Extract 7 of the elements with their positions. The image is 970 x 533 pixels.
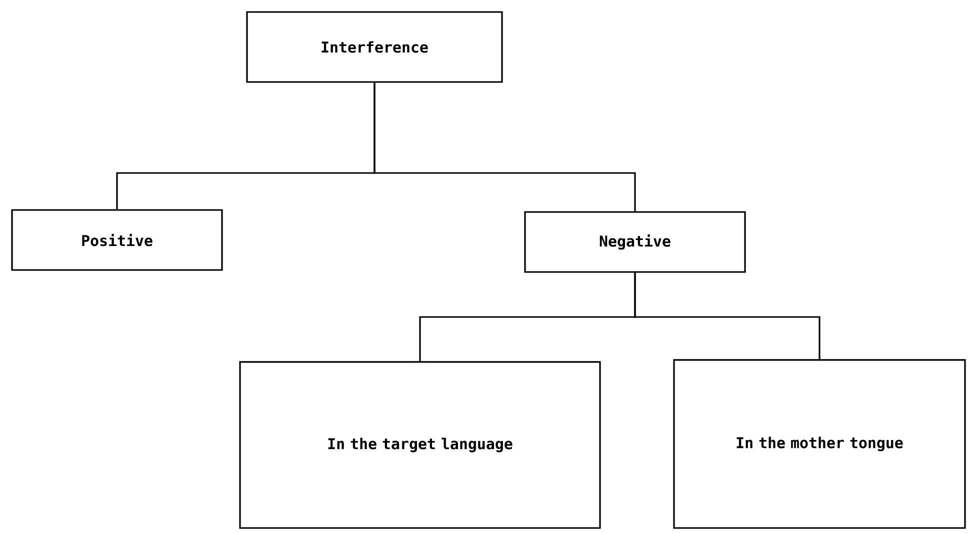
connector-line xyxy=(634,272,820,360)
category-box: Interference xyxy=(246,11,503,83)
category-box: In the target language xyxy=(239,361,601,529)
category-box: Negative xyxy=(524,211,746,273)
category-box: Positive xyxy=(11,209,223,271)
connector-line xyxy=(374,82,636,212)
category-box: In the mother tongue xyxy=(673,359,966,529)
